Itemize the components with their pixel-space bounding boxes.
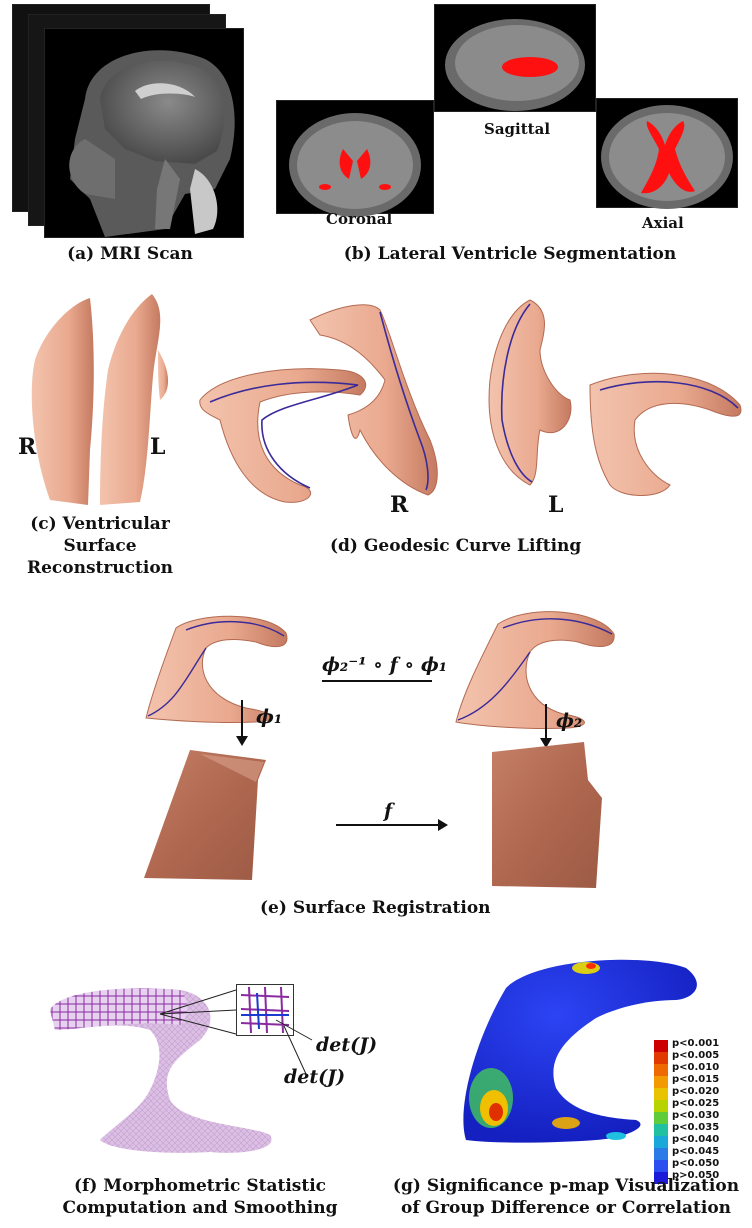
legend-swatch (654, 1052, 668, 1064)
sagittal-mask (502, 57, 558, 77)
curve-surface-2 (310, 305, 437, 495)
phi1-label: ϕ₁ (256, 706, 282, 728)
ventricle-surfaces (10, 290, 190, 520)
geodesic-curves (190, 290, 750, 510)
legend-entry: p<0.025 (672, 1098, 719, 1109)
axial-brain (597, 99, 737, 207)
curve-surface-1 (200, 369, 366, 503)
legend-swatch (654, 1040, 668, 1052)
legend-entry: p<0.015 (672, 1074, 719, 1085)
label-c-left: L (150, 434, 165, 460)
caption-a: (a) MRI Scan (20, 244, 240, 265)
head-sagittal-illustration (45, 29, 243, 237)
curve-surface-4 (590, 373, 741, 495)
legend-swatch (654, 1148, 668, 1160)
f-label: f (384, 800, 392, 822)
mri-scan-image (44, 28, 244, 238)
caption-d: (d) Geodesic Curve Lifting (330, 536, 580, 557)
legend-entry: p<0.035 (672, 1122, 719, 1133)
caption-e: (e) Surface Registration (260, 898, 480, 919)
legend-swatch (654, 1124, 668, 1136)
phi2-arrow (545, 704, 547, 740)
caption-c-line2: Surface (0, 536, 200, 557)
sagittal-slice (434, 4, 596, 112)
legend-swatch (654, 1160, 668, 1172)
legend-entry: p<0.030 (672, 1110, 719, 1121)
label-coronal: Coronal (326, 210, 392, 228)
label-c-right: R (18, 434, 36, 460)
caption-c-line3: Reconstruction (0, 558, 200, 579)
param-square-2 (484, 740, 604, 890)
sagittal-brain (435, 5, 595, 111)
legend-colorbar (654, 1040, 668, 1184)
zoom-leader-lines (160, 990, 260, 1030)
caption-f-line2: Computation and Smoothing (40, 1198, 360, 1219)
left-ventricle-shape (100, 294, 160, 505)
axial-slice (596, 98, 738, 208)
caption-b: (b) Lateral Ventricle Segmentation (330, 244, 690, 265)
registration-target-surface (448, 604, 618, 734)
composite-map-arrow (322, 680, 432, 682)
det-label-2: det(J) (284, 1066, 345, 1088)
label-sagittal: Sagittal (484, 120, 550, 138)
legend-swatch (654, 1112, 668, 1124)
legend-entry: p<0.005 (672, 1050, 719, 1061)
legend-entry: p<0.001 (672, 1038, 719, 1049)
phi1-arrowhead (236, 736, 248, 746)
caption-f-line1: (f) Morphometric Statistic (40, 1176, 360, 1197)
param-square-1 (140, 750, 270, 880)
legend-entry: p<0.020 (672, 1086, 719, 1097)
label-axial: Axial (642, 214, 684, 232)
legend-swatch (654, 1136, 668, 1148)
f-arrowhead (438, 819, 448, 831)
caption-c-line1: (c) Ventricular (0, 514, 200, 535)
phi1-arrow (241, 700, 243, 738)
coronal-brain (277, 101, 433, 213)
right-ventricle-shape (32, 298, 94, 505)
legend-entry: p<0.045 (672, 1146, 719, 1157)
coronal-slice (276, 100, 434, 214)
det-label-1: det(J) (316, 1034, 377, 1056)
legend-swatch (654, 1064, 668, 1076)
caption-g-line2: of Group Difference or Correlation (386, 1198, 746, 1219)
label-d-left: L (548, 492, 563, 518)
legend-swatch (654, 1100, 668, 1112)
label-d-right: R (390, 492, 408, 518)
legend-entry: p<0.010 (672, 1062, 719, 1073)
legend-swatch (654, 1088, 668, 1100)
legend-swatch (654, 1076, 668, 1088)
caption-g-line1: (g) Significance p-map Visualization (386, 1176, 746, 1197)
legend-entry: p<0.050 (672, 1158, 719, 1169)
legend-entry: p<0.040 (672, 1134, 719, 1145)
composite-map-label: ϕ₂⁻¹ ∘ f ∘ ϕ₁ (322, 654, 447, 676)
phi2-label: ϕ₂ (556, 710, 582, 732)
f-arrow (336, 824, 440, 826)
